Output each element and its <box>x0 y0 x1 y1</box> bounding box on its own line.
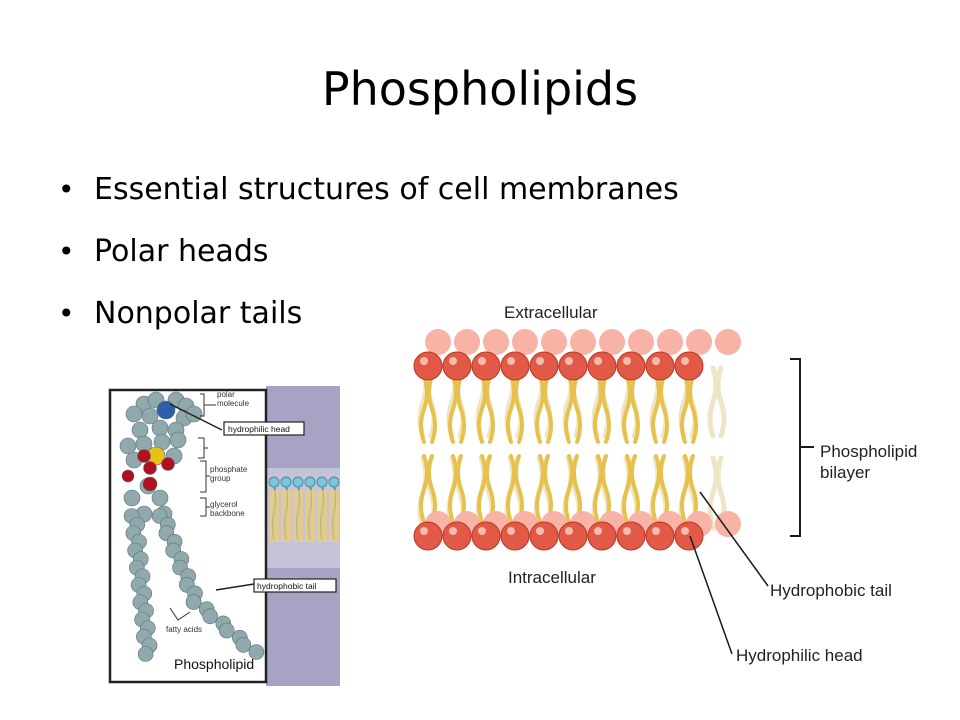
bullet-text: Polar heads <box>94 234 269 269</box>
bilayer-head-back <box>541 329 567 355</box>
bilayer-heads <box>413 329 741 551</box>
hydrophobic-tail-label: Hydrophobic tail <box>770 581 892 600</box>
bilayer-head-back <box>686 329 712 355</box>
bilayer-bracket <box>790 358 801 537</box>
bilayer-head <box>442 521 472 551</box>
atom <box>131 421 149 439</box>
bilayer-head <box>674 351 704 381</box>
bilayer-head <box>558 521 588 551</box>
bilayer-head <box>645 521 675 551</box>
slide-title: Phospholipids <box>321 62 639 116</box>
atom <box>137 646 154 662</box>
bullet-text: Essential structures of cell membranes <box>94 172 679 207</box>
bullet-dot: • <box>58 297 75 330</box>
atom <box>248 644 265 660</box>
bilayer-head-back <box>483 329 509 355</box>
bilayer-head <box>558 351 588 381</box>
bullet-item: • Polar heads <box>58 237 679 299</box>
atom <box>119 437 137 455</box>
atom <box>161 457 175 471</box>
bilayer-head <box>587 521 617 551</box>
bilayer-head <box>529 351 559 381</box>
atom <box>185 594 202 610</box>
bullet-dot: • <box>58 235 75 268</box>
atom <box>202 608 218 625</box>
bilayer-head-back <box>570 329 596 355</box>
bilayer-head-back <box>454 329 480 355</box>
hydrophilic-head-callout <box>223 421 305 436</box>
atom <box>156 400 176 420</box>
bilayer-head-back <box>715 329 741 355</box>
atom <box>235 637 252 653</box>
bilayer-head <box>413 521 443 551</box>
atom <box>125 405 143 423</box>
space-filling-atoms <box>119 391 265 662</box>
bilayer-head-back <box>599 329 625 355</box>
bilayer-head <box>500 521 530 551</box>
bilayer-head-back <box>512 329 538 355</box>
hydrophilic-head-label: Hydrophilic head <box>736 646 863 665</box>
fatty-acids-label: fatty acids <box>166 625 202 634</box>
extracellular-label: Extracellular <box>504 303 598 322</box>
bullet-item: • Essential structures of cell membranes <box>58 175 679 237</box>
bilayer-head <box>471 351 501 381</box>
atom <box>123 489 141 507</box>
bilayer-head <box>616 351 646 381</box>
bullet-list: •Essential structures of cell membranes … <box>58 175 679 361</box>
mini-bilayer <box>268 476 340 542</box>
phospholipid-name-label: Phospholipid <box>174 656 254 672</box>
bilayer-head <box>442 351 472 381</box>
head-pointer-line <box>689 535 733 655</box>
bullet-item: • Nonpolar tails <box>58 299 679 361</box>
bilayer-tails <box>417 365 727 531</box>
atom <box>218 622 235 639</box>
bilayer-head <box>674 521 704 551</box>
intracellular-label: Intracellular <box>508 568 596 587</box>
hydrophobic-tail-label: hydrophobic tail <box>257 581 317 591</box>
bilayer-head <box>645 351 675 381</box>
bilayer-head <box>413 351 443 381</box>
atom <box>142 476 158 492</box>
bilayer-head-back <box>657 329 683 355</box>
phospholipid-bilayer-diagram: Extracellular Intracellular Phospholipid… <box>413 303 917 665</box>
atom <box>141 407 159 425</box>
hydrophobic-tail-callout <box>253 578 337 593</box>
bilayer-head <box>616 521 646 551</box>
bilayer-head-back <box>628 329 654 355</box>
hydrophilic-head-label: hydrophilic head <box>228 424 290 434</box>
atom <box>151 419 169 437</box>
bullet-dot: • <box>58 173 75 206</box>
bilayer-head <box>471 521 501 551</box>
bilayer-head <box>529 521 559 551</box>
atom <box>121 469 135 483</box>
bilayer-head-back <box>425 329 451 355</box>
atom <box>143 461 157 475</box>
atom <box>169 431 187 449</box>
bilayer-head-back <box>715 511 741 537</box>
tail-pointer-line <box>699 491 769 587</box>
bullet-text: Nonpolar tails <box>94 296 303 331</box>
atom <box>137 449 151 463</box>
atom <box>151 489 169 507</box>
bilayer-head <box>500 351 530 381</box>
bilayer-head <box>587 351 617 381</box>
